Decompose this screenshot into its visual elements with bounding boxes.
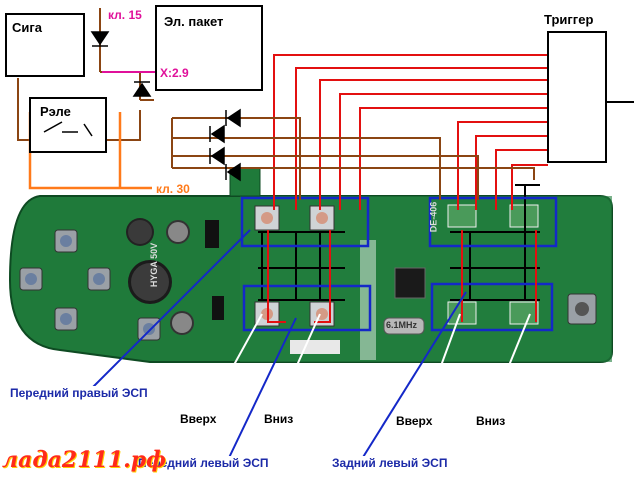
- callout-front-left-esp: Передний левый ЭСП: [136, 456, 271, 470]
- callout-up-1: Вверх: [178, 412, 219, 426]
- diodes: [90, 31, 241, 182]
- chip-print: 6.1MHz: [386, 320, 418, 330]
- callout-up-2: Вверх: [394, 414, 435, 428]
- esp-outlines: [240, 196, 558, 332]
- block-ciga-label: Сига: [12, 20, 43, 35]
- block-el-packet-label: Эл. пакет: [164, 14, 224, 29]
- callout-front-right-esp: Передний правый ЭСП: [8, 386, 150, 400]
- callout-down-2: Вниз: [474, 414, 508, 428]
- left-buttons: [19, 229, 597, 341]
- block-trigger-label: Триггер: [544, 12, 594, 27]
- watermark-logo: лада2111.рф: [2, 447, 167, 473]
- callout-down-1: Вниз: [262, 412, 296, 426]
- relay-symbol: [43, 121, 93, 137]
- terminal-kl30-label: кл. 30: [156, 182, 190, 196]
- terminal-x29-label: X:2.9: [160, 66, 189, 80]
- block-rele-label: Рэле: [40, 104, 71, 119]
- capacitors: [126, 218, 224, 335]
- capacitor-print: HYGA 50V: [149, 242, 160, 288]
- block-boxes: [5, 5, 607, 163]
- callout-rear-left-esp: Задний левый ЭСП: [330, 456, 450, 470]
- red-wires: [267, 54, 548, 323]
- terminal-kl15-label: кл. 15: [108, 8, 142, 22]
- callout-lines: [89, 229, 531, 465]
- part-code-print: DE-406: [428, 201, 439, 233]
